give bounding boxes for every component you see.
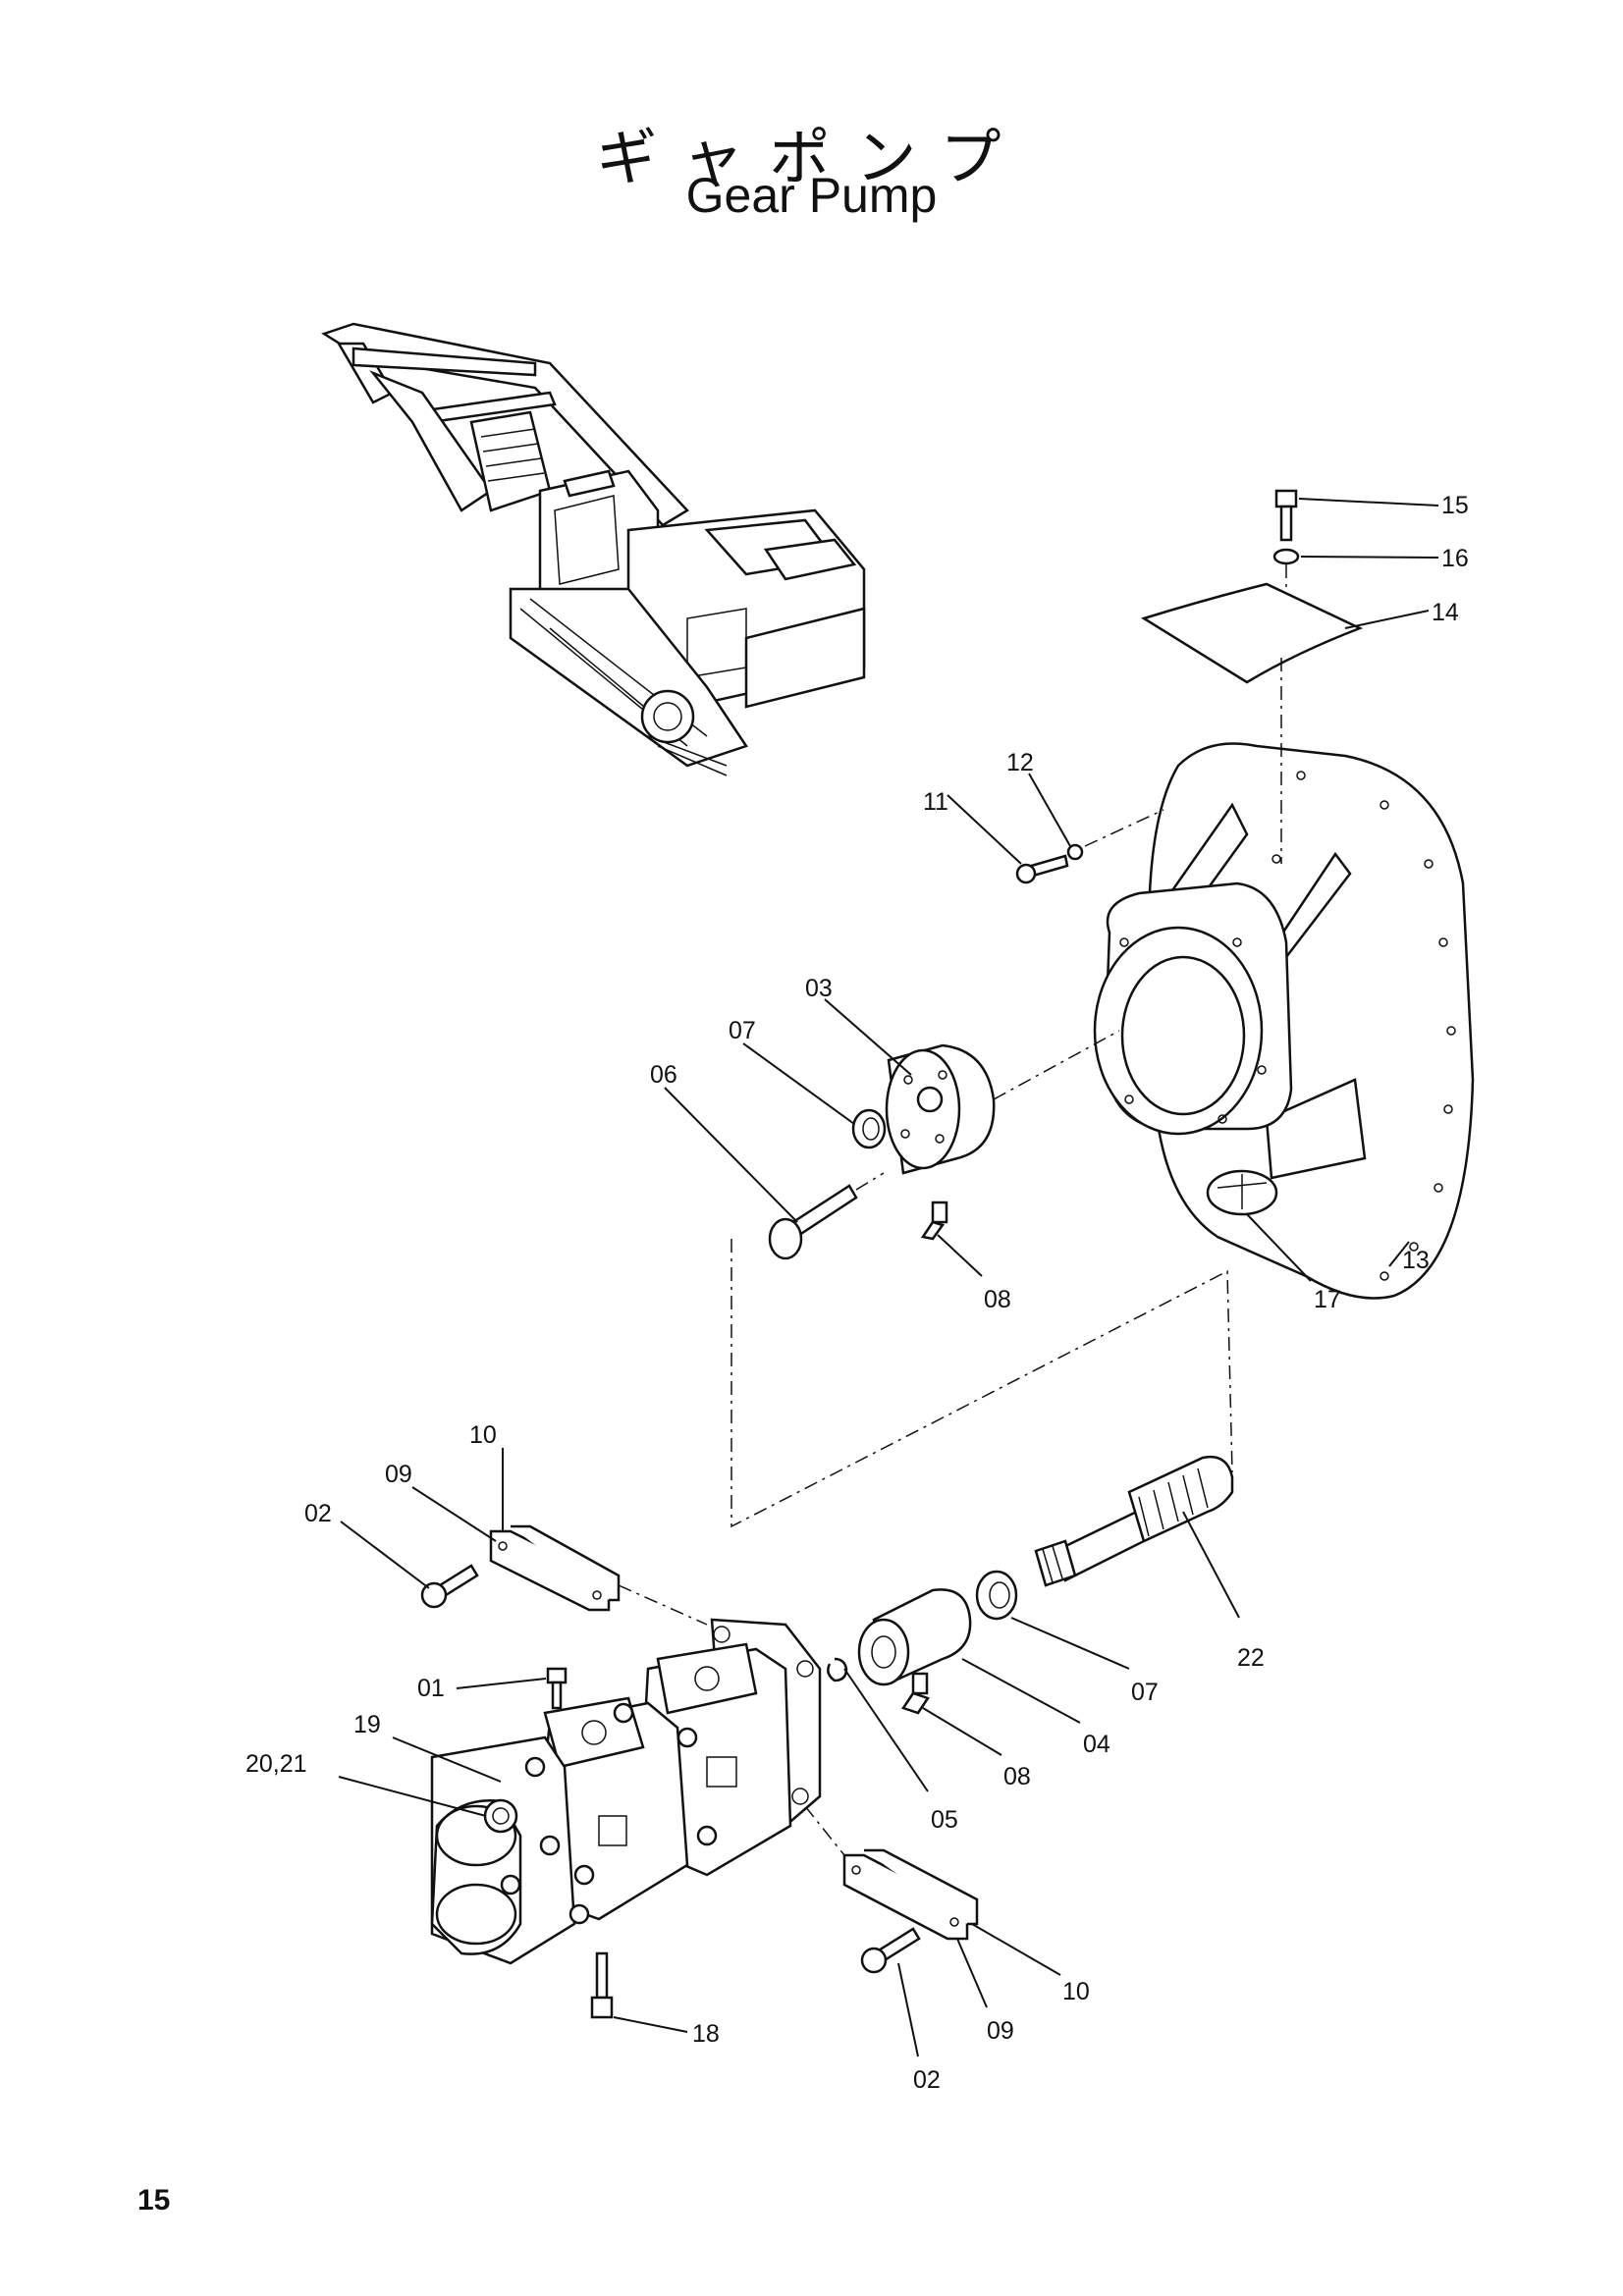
bolt-06 [768,1184,858,1260]
title-japanese: ギャポンプ [596,122,1027,193]
callout-22: 22 [1237,1644,1265,1672]
title-english: Gear Pump [685,168,938,223]
callout-20-21: 20,21 [245,1750,307,1778]
seal-ring-07 [851,1108,887,1149]
rubber-cap-17 [1206,1169,1278,1216]
leader-lines [338,498,1439,2057]
callout-06: 06 [650,1061,677,1089]
snap-ring-05 [827,1657,848,1682]
callout-10-lower: 10 [1062,1978,1090,2005]
callout-07-lower: 07 [1131,1679,1159,1706]
sleeve-04 [857,1588,972,1686]
bolt-02-lower [860,1927,921,1974]
seal-ring-07-lower [975,1570,1018,1621]
callout-17: 17 [1314,1286,1341,1313]
bell-housing-13 [1093,742,1475,1300]
callout-13: 13 [1402,1247,1430,1274]
grease-fitting-08-lower [901,1672,930,1715]
bracket-plate-10-upper [489,1524,621,1612]
excavator-illustration [321,322,866,776]
callout-07-upper: 07 [729,1017,756,1044]
flange-holes [1222,771,1456,1281]
callout-15: 15 [1441,492,1469,519]
callout-18: 18 [692,2020,720,2048]
callout-02-lower: 02 [913,2066,941,2094]
callout-08-upper: 08 [984,1286,1011,1313]
callout-08-lower: 08 [1003,1763,1031,1790]
callout-12: 12 [1006,749,1034,776]
callout-01: 01 [417,1675,445,1702]
cover-plate-14 [1141,582,1364,684]
bolt-18 [590,1951,614,2019]
page-number: 15 [137,2184,171,2216]
gear-pump-assembly [430,1618,822,1965]
coupling-03 [885,1043,996,1175]
callout-09-upper: 09 [385,1461,412,1488]
shaft-22 [1034,1455,1234,1587]
washer-12 [1066,843,1084,861]
bolt-11 [1015,854,1069,884]
bracket-plate-10-lower [842,1848,979,1941]
callout-09-lower: 09 [987,2017,1014,2045]
callout-03: 03 [805,975,833,1002]
callout-16: 16 [1441,545,1469,572]
callout-11: 11 [923,788,948,816]
grease-fitting-08 [920,1201,948,1241]
callout-04: 04 [1083,1731,1110,1758]
bolt-01 [546,1667,568,1710]
callout-05: 05 [931,1806,958,1834]
callout-02-upper: 02 [304,1500,332,1527]
bolt-15 [1274,489,1298,542]
callout-14: 14 [1432,599,1459,626]
callout-labels: 15 16 14 12 11 03 07 06 08 17 13 10 09 0… [245,492,1469,2094]
callout-10-upper: 10 [469,1421,497,1449]
bolt-02-upper [420,1564,479,1609]
washer-16 [1272,548,1300,565]
callout-19: 19 [353,1711,381,1738]
